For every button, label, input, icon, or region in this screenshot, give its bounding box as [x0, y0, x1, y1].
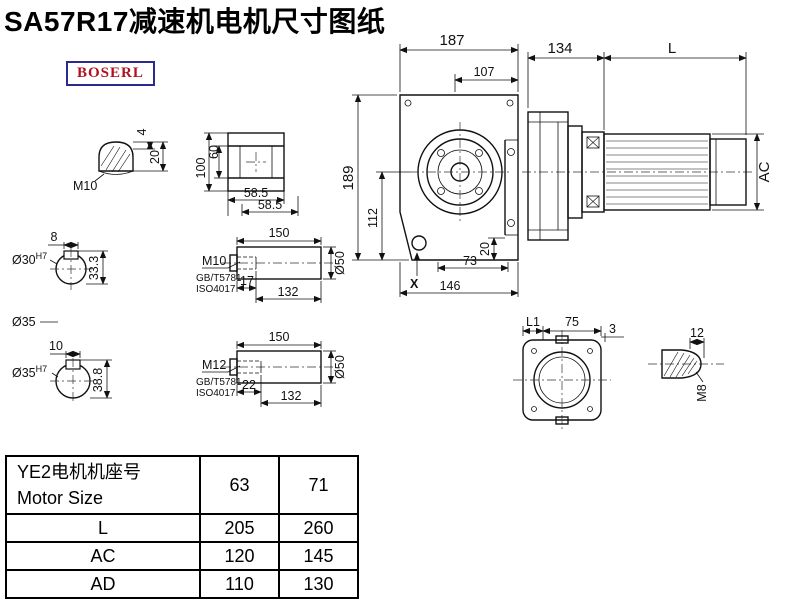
flange-dim-75: 75	[565, 315, 579, 329]
row-label-L: L	[5, 513, 201, 543]
row-label-AD: AD	[5, 569, 201, 599]
bore35-view: 10 38.8 Ø35H7	[12, 339, 112, 404]
bore30-dim-333: 33.3	[87, 256, 101, 280]
motor-size-header-cell: YE2电机机座号 Motor Size	[5, 455, 201, 515]
shaft1-dim-17: 17	[240, 274, 254, 288]
front-dim-187: 187	[439, 32, 464, 49]
flange-view: L1 75 3	[513, 315, 624, 430]
shaft2-dim-50: Ø50	[333, 355, 347, 379]
shaft1-dim-50: Ø50	[333, 251, 347, 275]
flange-dim-3: 3	[609, 322, 616, 336]
page-title: SA57R17减速机电机尺寸图纸	[4, 6, 386, 37]
side-dim-L: L	[668, 40, 676, 57]
shaft2-dim-150: 150	[269, 330, 290, 344]
table-row-AC: AC 120 145	[5, 541, 359, 571]
plug-dim-4: 4	[135, 128, 149, 135]
value-L-71: 260	[278, 513, 359, 543]
side-view: 134 L AC	[522, 40, 773, 241]
table-row-AD: AD 110 130	[5, 569, 359, 599]
flange-dim-L1: L1	[526, 315, 540, 329]
front-x-mark: X	[410, 277, 419, 291]
shaft1-dim-150: 150	[269, 226, 290, 240]
row-label-AC: AC	[5, 541, 201, 571]
block-dim-58b: 58.5	[258, 198, 282, 212]
pin-view: 12 M8	[648, 326, 724, 402]
motor-size-label-en: Motor Size	[17, 488, 104, 508]
bore35-dim-10: 10	[49, 339, 63, 353]
dia35-label-group: Ø35	[12, 315, 58, 329]
shaft2-thread-label: M12	[202, 358, 226, 372]
shaft2-dim-22: 22	[242, 378, 256, 392]
bore35-dim-388: 38.8	[91, 368, 105, 392]
value-L-63: 205	[199, 513, 280, 543]
block-dim-100: 100	[194, 158, 208, 179]
size-column-71: 71	[278, 455, 359, 515]
plug-view: M10 4 20	[73, 128, 168, 193]
pin-dim-12: 12	[690, 326, 704, 340]
side-dim-134: 134	[547, 40, 572, 57]
value-AC-63: 120	[199, 541, 280, 571]
front-dim-146: 146	[440, 279, 461, 293]
front-view: X 187 107 189 112 20 73 146	[340, 32, 519, 297]
plug-thread-label: M10	[73, 179, 97, 193]
bore30-dim-8: 8	[51, 230, 58, 244]
shaft1-thread-label: M10	[202, 254, 226, 268]
table-row-L: L 205 260	[5, 513, 359, 543]
block-view: 100 60 58.5 58.5	[194, 132, 299, 216]
shaft-view-2: 150 M12 GB/T5781 ISO4017 22 132 Ø50	[196, 330, 347, 407]
size-column-63: 63	[199, 455, 280, 515]
shaft2-dim-132: 132	[281, 389, 302, 403]
motor-size-table: YE2电机机座号 Motor Size 63 71 L 205 260 AC 1…	[5, 455, 359, 599]
shaft1-std1: GB/T5781	[196, 273, 242, 284]
bore35-label: Ø35H7	[12, 364, 47, 380]
block-dim-60: 60	[207, 145, 221, 159]
front-dim-20: 20	[478, 242, 492, 256]
technical-drawing: M10 4 20 100 60	[12, 32, 773, 430]
value-AC-71: 145	[278, 541, 359, 571]
plug-dim-20: 20	[148, 150, 162, 164]
front-dim-189: 189	[340, 165, 357, 190]
shaft1-dim-132: 132	[278, 285, 299, 299]
boserl-logo: BOSERL	[66, 61, 155, 86]
side-dim-AC: AC	[756, 161, 773, 182]
shaft1-std2: ISO4017	[196, 284, 236, 295]
shaft2-std1: GB/T5781	[196, 377, 242, 388]
shaft2-std2: ISO4017	[196, 388, 236, 399]
dia35-label: Ø35	[12, 315, 36, 329]
bore30-label: Ø30H7	[12, 251, 47, 267]
front-dim-107: 107	[474, 65, 495, 79]
table-header-row: YE2电机机座号 Motor Size 63 71	[5, 455, 359, 515]
value-AD-71: 130	[278, 569, 359, 599]
block-dim-58a: 58.5	[244, 186, 268, 200]
shaft-view-1: 150 M10 GB/T5781 ISO4017 17 132 Ø50	[196, 226, 347, 303]
pin-thread-label: M8	[695, 384, 709, 401]
bore30-view: 8 33.3 Ø30H7	[12, 230, 108, 290]
front-dim-112: 112	[366, 208, 380, 228]
front-dim-73: 73	[463, 254, 477, 268]
value-AD-63: 110	[199, 569, 280, 599]
motor-size-label-cn: YE2电机机座号	[17, 462, 142, 482]
